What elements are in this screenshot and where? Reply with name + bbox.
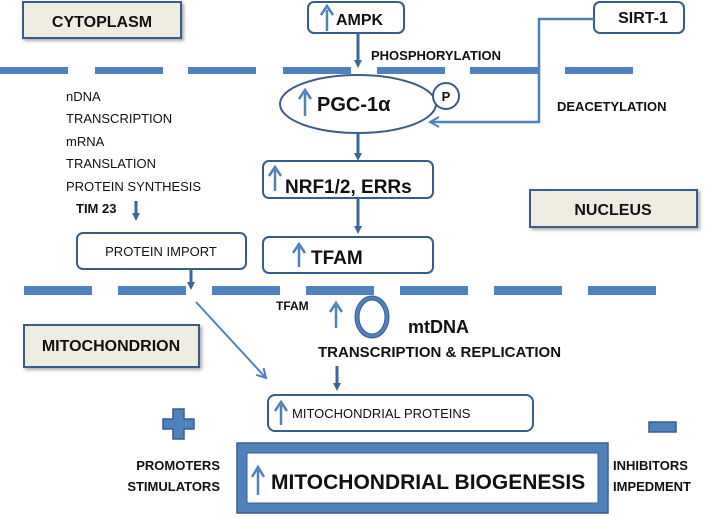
node-nrf-errs: NRF1/2, ERRs — [262, 160, 434, 199]
tfam-mito-label: TFAM — [276, 299, 309, 313]
membrane-segment — [470, 67, 538, 74]
membrane-segment — [283, 67, 351, 74]
membrane-segment — [494, 286, 562, 295]
membrane-segment — [188, 67, 256, 74]
pathway-step: PROTEIN SYNTHESIS — [66, 179, 201, 194]
stimulators-label: STIMULATORS — [127, 479, 220, 494]
sirt1-to-pgc-arrow — [430, 17, 594, 122]
region-cytoplasm-label: CYTOPLASM — [52, 14, 152, 31]
membrane-segment — [24, 286, 92, 295]
nuclear-membrane — [0, 67, 633, 74]
phosphate-badge: P — [432, 82, 460, 110]
plus-icon — [162, 408, 195, 440]
node-mitochondrial-biogenesis: MITOCHONDRIAL BIOGENESIS — [236, 442, 609, 514]
mitochondrial-biogenesis-label: MITOCHONDRIAL BIOGENESIS — [271, 471, 585, 494]
region-nucleus: NUCLEUS — [529, 189, 698, 228]
membrane-segment — [212, 286, 280, 295]
phosphorylation-label: PHOSPHORYLATION — [371, 48, 501, 63]
membrane-segment — [118, 286, 186, 295]
pathway-step: mRNA — [66, 134, 105, 149]
up-arrow-icon — [328, 300, 344, 328]
membrane-segment — [95, 67, 163, 74]
pathway-step: TRANSLATION — [66, 156, 156, 171]
up-arrow-icon — [250, 464, 266, 495]
membrane-segment — [0, 67, 68, 74]
import-to-proteins-arrow — [195, 301, 266, 378]
tfam-label: TFAM — [311, 248, 363, 269]
node-sirt1: SIRT-1 — [593, 1, 685, 34]
circular-dna-icon-inner — [355, 296, 389, 338]
minus-icon — [648, 421, 677, 433]
ampk-label: AMPK — [336, 12, 384, 29]
mtdna-label: mtDNA — [408, 317, 469, 337]
nrf-errs-label: NRF1/2, ERRs — [285, 177, 412, 198]
impediment-label: IMPEDMENT — [613, 479, 691, 494]
up-arrow-icon — [267, 164, 283, 191]
mitochondrial-membrane — [24, 286, 656, 295]
phosphate-label: P — [442, 89, 451, 104]
membrane-segment — [400, 286, 468, 295]
membrane-segment — [565, 67, 633, 74]
node-mitochondrial-proteins: MITOCHONDRIAL PROTEINS — [267, 394, 534, 432]
deacetylation-label: DEACETYLATION — [557, 99, 667, 114]
pathway-step: TRANSCRIPTION — [66, 111, 172, 126]
pgc1a-label: PGC-1α — [317, 94, 391, 116]
node-ampk: AMPK — [307, 1, 405, 34]
up-arrow-icon — [319, 3, 335, 31]
region-mitochondrion-label: MITOCHONDRION — [42, 338, 180, 355]
membrane-segment — [377, 67, 445, 74]
node-tfam: TFAM — [262, 236, 434, 274]
transcription-replication-label: TRANSCRIPTION & REPLICATION — [318, 344, 561, 361]
up-arrow-icon — [291, 241, 307, 267]
membrane-segment — [306, 286, 374, 295]
protein-import-label: PROTEIN IMPORT — [105, 244, 217, 259]
region-mitochondrion: MITOCHONDRION — [23, 324, 200, 368]
up-arrow-icon — [297, 87, 313, 116]
sirt1-label: SIRT-1 — [618, 10, 668, 27]
promoters-label: PROMOTERS — [136, 458, 220, 473]
membrane-segment — [588, 286, 656, 295]
region-cytoplasm: CYTOPLASM — [22, 1, 182, 39]
tim23-label: TIM 23 — [76, 201, 116, 216]
mitochondrial-proteins-label: MITOCHONDRIAL PROTEINS — [292, 406, 471, 421]
up-arrow-icon — [273, 399, 289, 425]
pathway-step: nDNA — [66, 89, 101, 104]
inhibitors-label: INHIBITORS — [613, 458, 688, 473]
nuclear-pathway-list: nDNA TRANSCRIPTION mRNA TRANSLATION PROT… — [66, 89, 201, 194]
node-protein-import: PROTEIN IMPORT — [76, 232, 247, 270]
node-pgc1a: PGC-1α — [279, 74, 437, 134]
region-nucleus-label: NUCLEUS — [574, 202, 652, 219]
